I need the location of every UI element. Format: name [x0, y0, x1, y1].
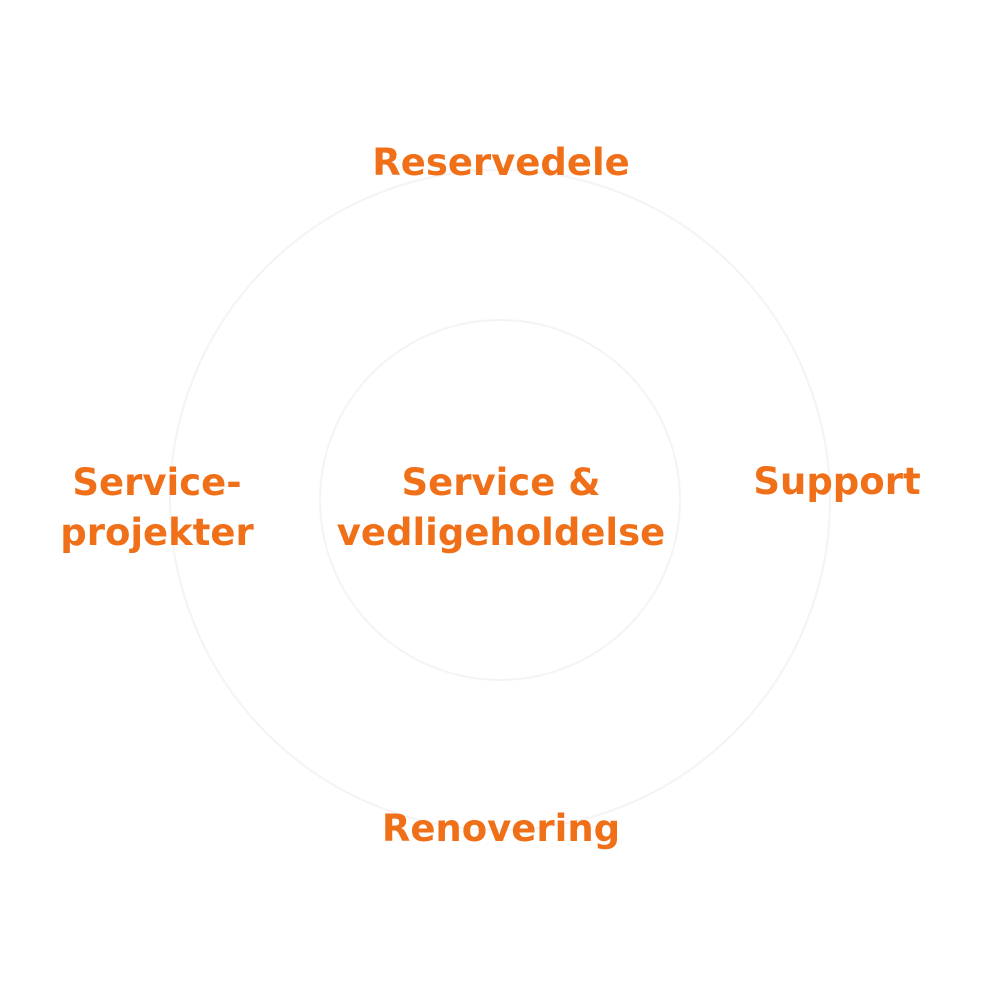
- node-renovering-label: Renovering: [381, 807, 621, 850]
- node-reservedele: Reservedele: [372, 138, 630, 188]
- node-support-label: Support: [753, 460, 921, 503]
- node-renovering: Renovering: [382, 804, 620, 854]
- node-service-vedligeholdelse-line2: vedligeholdelse: [336, 511, 666, 554]
- node-service-vedligeholdelse: Service & vedligeholdelse: [337, 458, 665, 558]
- node-support: Support: [753, 457, 920, 507]
- node-serviceprojekter-line1: Service-: [72, 461, 242, 504]
- node-serviceprojekter-line2: projekter: [60, 511, 254, 554]
- node-service-vedligeholdelse-line1: Service &: [401, 461, 601, 504]
- node-reservedele-label: Reservedele: [372, 141, 630, 184]
- node-serviceprojekter: Service- projekter: [60, 458, 254, 558]
